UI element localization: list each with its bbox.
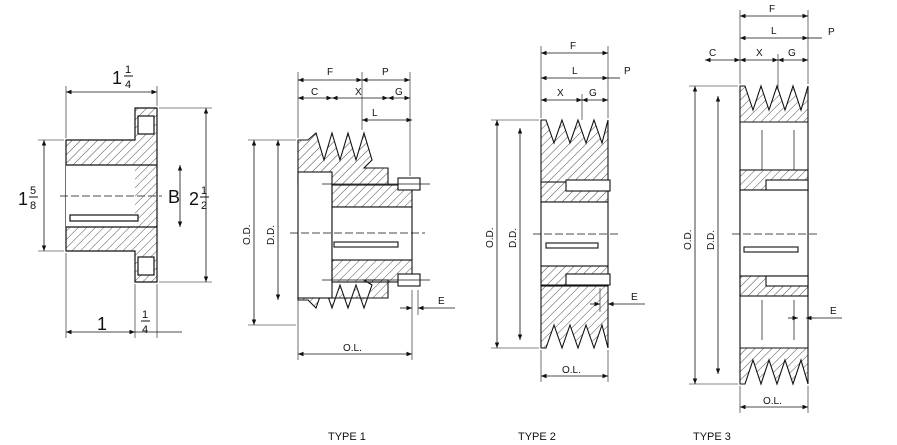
type2-label-G: G	[589, 88, 597, 99]
type2-label-X: X	[557, 88, 564, 99]
type2-label-OL: O.L.	[562, 365, 581, 376]
type1-label-X: X	[355, 87, 362, 98]
bushing-dimensions-text: 1 1 4 1 5 8 B 2 1 2 1 1 4	[18, 64, 209, 336]
type2-label-E: E	[631, 292, 638, 303]
type2-label-F: F	[570, 41, 576, 52]
type3-label-G: G	[788, 48, 796, 59]
type3-label-OD: O.D.	[683, 229, 694, 250]
type2-pulley-section	[491, 46, 645, 382]
bushing-right-den: 2	[201, 200, 207, 212]
caption-type-1: TYPE 1	[328, 431, 366, 443]
type3-label-F: F	[769, 4, 775, 15]
bushing-top-den: 4	[125, 79, 131, 91]
type2-label-DD: D.D.	[508, 228, 519, 248]
type3-label-DD: D.D.	[706, 230, 717, 250]
type2-labels: F L P X G O.D. D.D. O.L. E	[485, 41, 638, 376]
type3-pulley-section	[689, 10, 842, 413]
type1-label-E: E	[438, 296, 445, 307]
type1-label-DD: D.D.	[266, 225, 277, 245]
bushing-section	[38, 86, 212, 338]
type3-label-C: C	[709, 48, 716, 59]
type1-label-G: G	[395, 87, 403, 98]
type1-label-OD: O.D.	[242, 224, 253, 245]
bushing-top-whole: 1	[112, 68, 122, 88]
type1-label-P: P	[382, 67, 389, 78]
type3-label-E: E	[830, 306, 837, 317]
type1-label-OL: O.L.	[343, 343, 362, 354]
type3-labels: F L P C X G O.D. D.D. O.L. E	[683, 4, 837, 407]
bushing-right-whole: 2	[189, 189, 199, 209]
type1-label-L: L	[372, 108, 378, 119]
type2-label-P: P	[624, 66, 631, 77]
caption-type-3: TYPE 3	[693, 431, 731, 443]
bushing-top-num: 1	[125, 64, 131, 76]
type1-label-F: F	[327, 67, 333, 78]
caption-type-2: TYPE 2	[518, 431, 556, 443]
bushing-bottom-whole: 1	[97, 314, 107, 334]
bushing-bottom-den: 4	[142, 324, 148, 336]
type2-label-L: L	[572, 66, 578, 77]
type3-label-X: X	[756, 48, 763, 59]
type1-label-C: C	[311, 87, 318, 98]
type1-labels: F P C X G L O.D. D.D. O.L. E	[242, 67, 445, 354]
type3-label-P: P	[828, 27, 835, 38]
type3-label-OL: O.L.	[763, 396, 782, 407]
type2-label-OD: O.D.	[485, 227, 496, 248]
type1-pulley-section	[248, 72, 455, 360]
bushing-left-whole: 1	[18, 189, 28, 209]
bushing-left-den: 8	[30, 200, 36, 212]
type3-label-L: L	[771, 26, 777, 37]
bore-label: B	[168, 187, 180, 207]
bushing-left-num: 5	[30, 185, 36, 197]
bushing-right-num: 1	[201, 185, 207, 197]
bushing-bottom-num: 1	[142, 309, 148, 321]
